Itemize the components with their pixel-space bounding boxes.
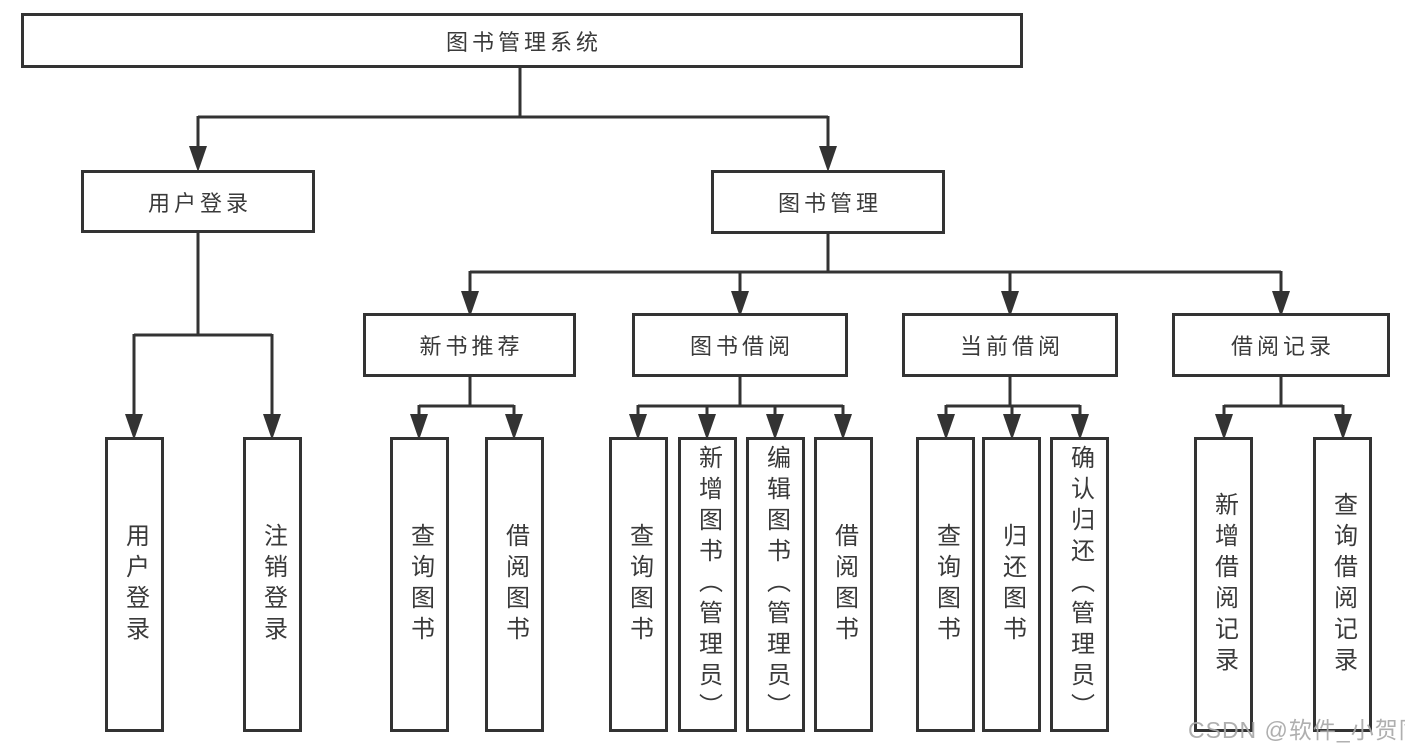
watermark-text: CSDN @软件_小贺同学: [1188, 717, 1405, 743]
node-book-management-label: 图书管理: [777, 191, 882, 216]
leaf-borrow-books-label: 借阅图书: [830, 522, 858, 647]
leaf-user-login-label: 用户登录: [121, 522, 149, 647]
leaf-query-books-recommend: 查询图书: [390, 437, 449, 732]
leaf-add-borrow-record: 新增借阅记录: [1194, 437, 1253, 732]
node-borrow-records-label: 借阅记录: [1230, 334, 1335, 359]
node-book-borrow: 图书借阅: [632, 313, 848, 377]
node-new-book-recommend: 新书推荐: [363, 313, 576, 377]
node-new-book-recommend-label: 新书推荐: [419, 334, 524, 359]
leaf-query-books-current-label: 查询图书: [932, 522, 960, 647]
leaf-logout: 注销登录: [243, 437, 302, 732]
node-borrow-records: 借阅记录: [1172, 313, 1390, 377]
connector-arrow: [125, 146, 1352, 440]
leaf-confirm-return-admin: 确认归还（管理员）: [1050, 437, 1109, 732]
leaf-add-books-admin-label: 新增图书（管理员）: [694, 445, 722, 724]
leaf-edit-books-admin: 编辑图书（管理员）: [746, 437, 805, 732]
leaf-query-borrow-record-label: 查询借阅记录: [1329, 491, 1357, 678]
leaf-logout-label: 注销登录: [259, 522, 287, 647]
node-user-login: 用户登录: [81, 170, 315, 233]
node-user-login-label: 用户登录: [147, 190, 252, 216]
leaf-confirm-return-admin-label: 确认归还（管理员）: [1066, 445, 1094, 724]
node-root: 图书管理系统: [21, 13, 1023, 68]
leaf-query-books-borrow: 查询图书: [609, 437, 668, 732]
node-current-borrow-label: 当前借阅: [959, 334, 1064, 359]
leaf-edit-books-admin-label: 编辑图书（管理员）: [762, 445, 790, 724]
leaf-return-books: 归还图书: [982, 437, 1041, 732]
node-book-borrow-label: 图书借阅: [689, 334, 794, 359]
leaf-borrow-books-recommend: 借阅图书: [485, 437, 544, 732]
leaf-query-books-borrow-label: 查询图书: [625, 522, 653, 647]
leaf-query-borrow-record: 查询借阅记录: [1313, 437, 1372, 732]
leaf-borrow-books-recommend-label: 借阅图书: [501, 522, 529, 647]
leaf-query-books-recommend-label: 查询图书: [406, 522, 434, 647]
leaf-query-books-current: 查询图书: [916, 437, 975, 732]
leaf-add-borrow-record-label: 新增借阅记录: [1210, 491, 1238, 678]
leaf-user-login: 用户登录: [105, 437, 164, 732]
node-book-management: 图书管理: [711, 170, 945, 234]
leaf-borrow-books: 借阅图书: [814, 437, 873, 732]
leaf-add-books-admin: 新增图书（管理员）: [678, 437, 737, 732]
node-current-borrow: 当前借阅: [902, 313, 1118, 377]
leaf-return-books-label: 归还图书: [998, 522, 1026, 647]
node-root-label: 图书管理系统: [445, 29, 602, 55]
